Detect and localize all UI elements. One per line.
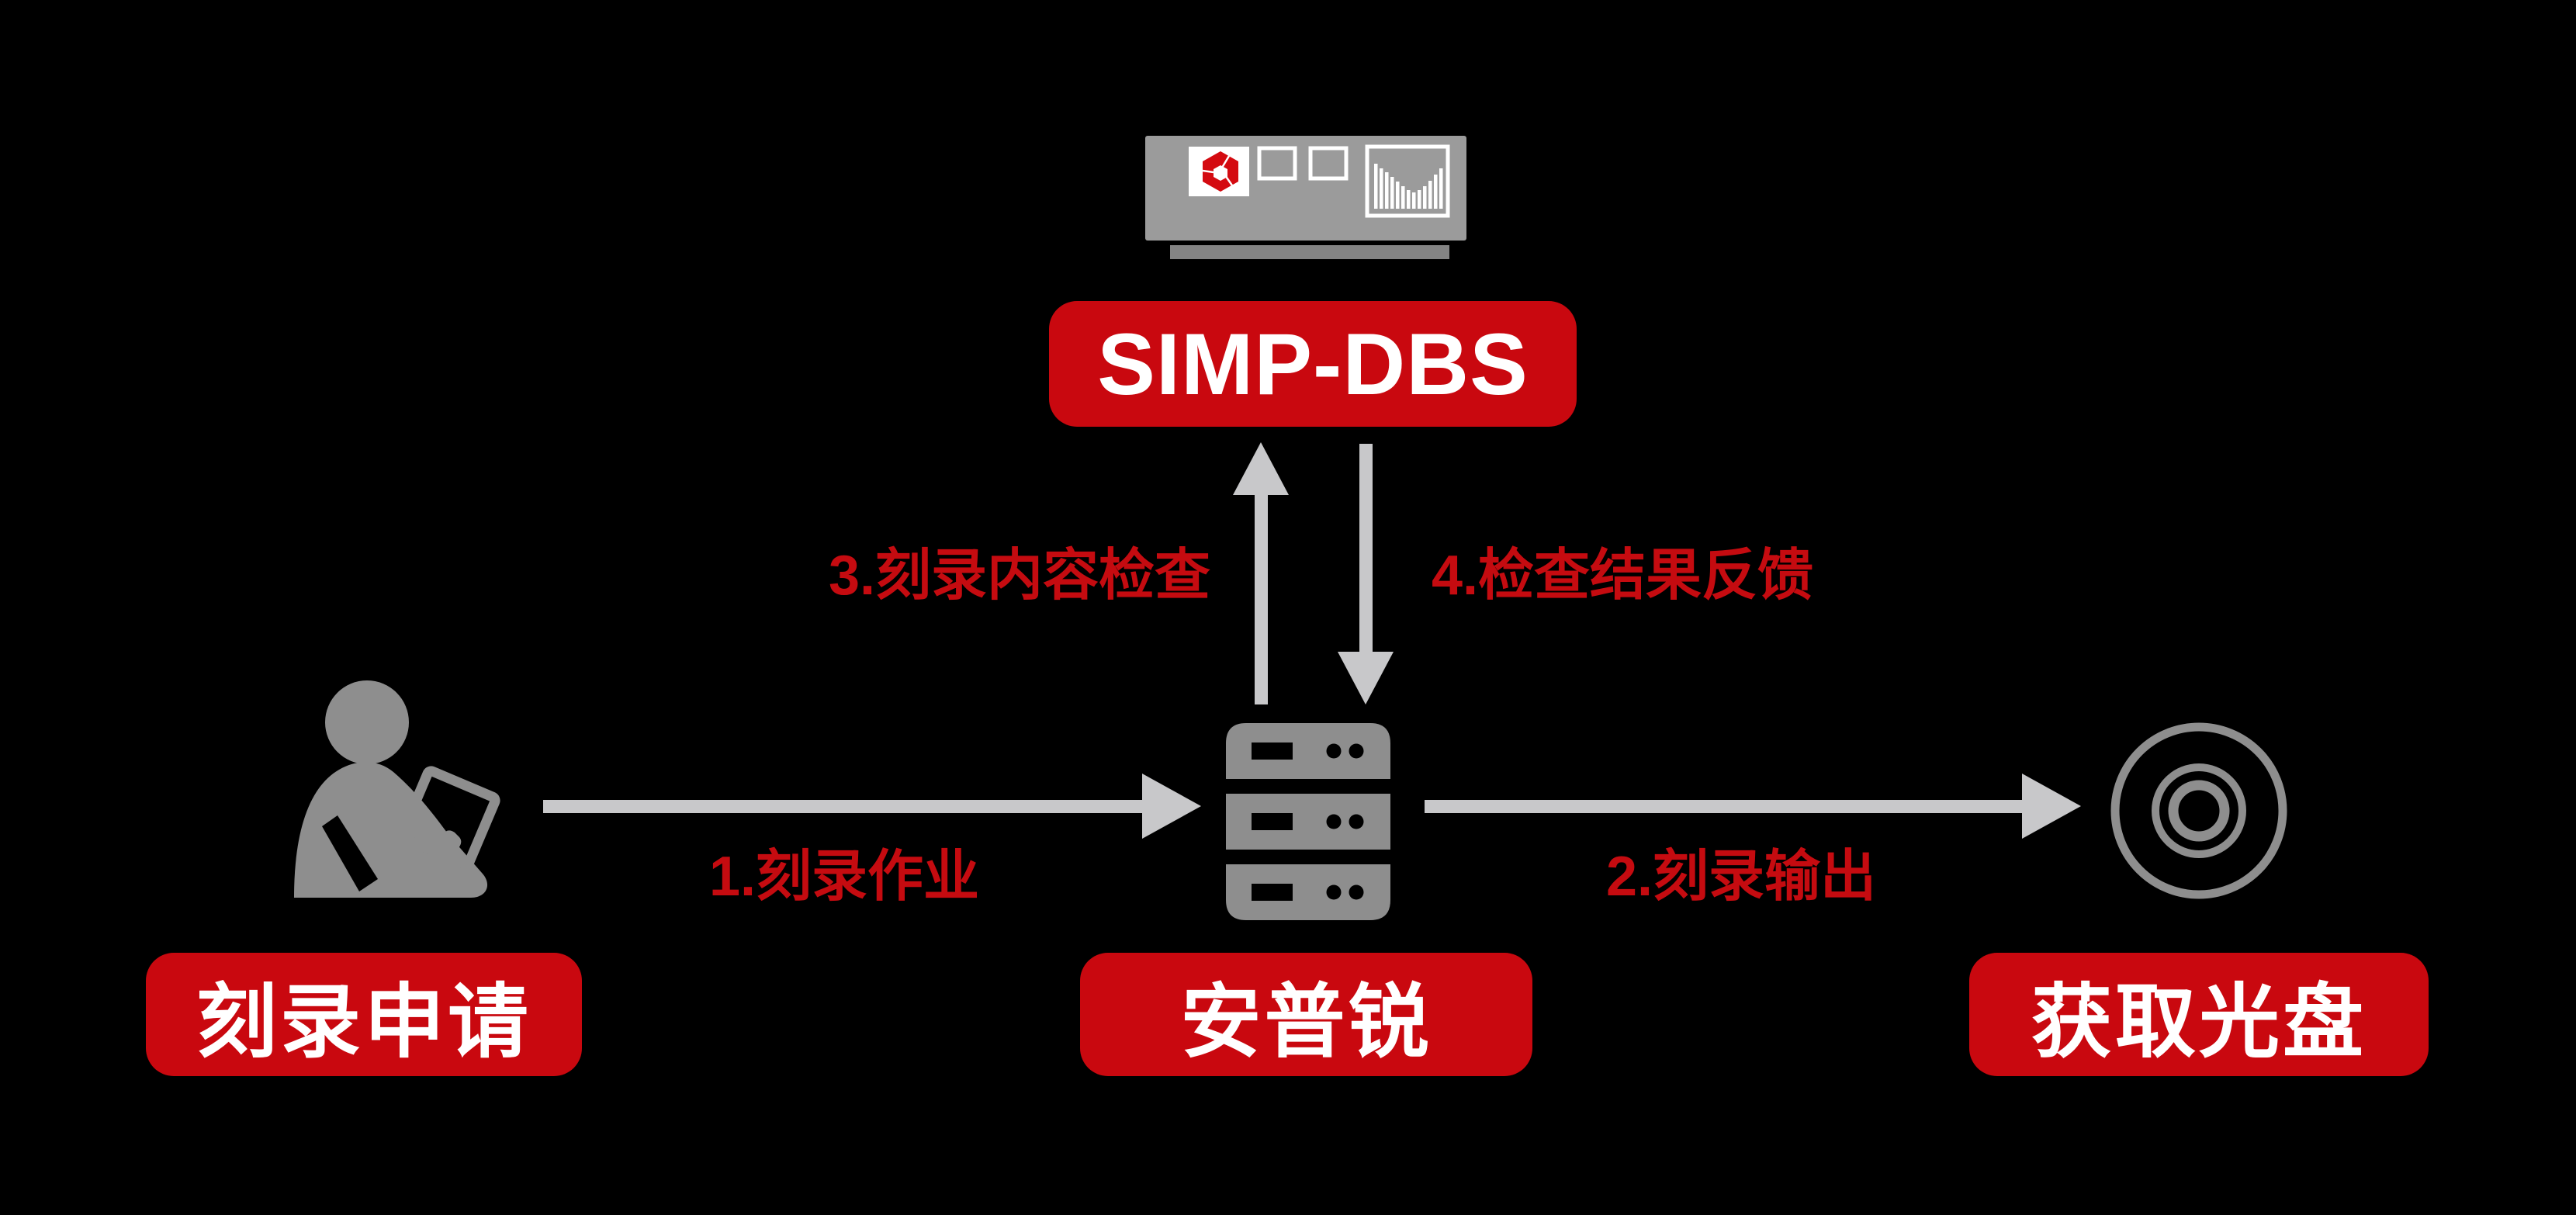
- optical-disc-icon: [2110, 722, 2287, 899]
- node-simp-dbs: SIMP-DBS: [1049, 301, 1577, 427]
- node-burn-request-label: 刻录申请: [196, 978, 531, 1068]
- arrow-shaft: [1359, 444, 1373, 652]
- arrow-shaft: [1425, 800, 2022, 813]
- indicator-square-icon: [1257, 146, 1297, 181]
- arrow-head: [1233, 442, 1289, 495]
- edge-label-step4: 4.检查结果反馈: [1432, 545, 1814, 607]
- arrow-head: [1338, 652, 1394, 704]
- appliance-base: [1170, 245, 1449, 259]
- node-burn-request: 刻录申请: [146, 953, 582, 1076]
- simp-dbs-appliance-icon: [1145, 136, 1466, 259]
- server-rack-icon: [1226, 723, 1390, 920]
- level-meter-icon: [1365, 144, 1450, 218]
- arrow-head: [1142, 774, 1201, 839]
- edge-label-step2: 2.刻录输出: [1605, 846, 1877, 908]
- node-simp-dbs-label: SIMP-DBS: [1097, 315, 1529, 413]
- indicator-square-icon: [1308, 146, 1349, 181]
- node-get-disc-label: 获取光盘: [2031, 978, 2367, 1068]
- brand-logo-icon: [1189, 147, 1249, 196]
- arrow-shaft: [1255, 493, 1268, 704]
- arrow-head: [2022, 774, 2081, 839]
- node-burner: 安普锐: [1080, 953, 1532, 1076]
- node-burner-label: 安普锐: [1180, 978, 1432, 1068]
- edge-label-step1: 1.刻录作业: [708, 846, 980, 908]
- person-reading-icon: [294, 680, 500, 898]
- arrow-shaft: [543, 800, 1144, 813]
- edge-label-step3: 3.刻录内容检查: [828, 545, 1210, 607]
- node-get-disc: 获取光盘: [1969, 953, 2429, 1076]
